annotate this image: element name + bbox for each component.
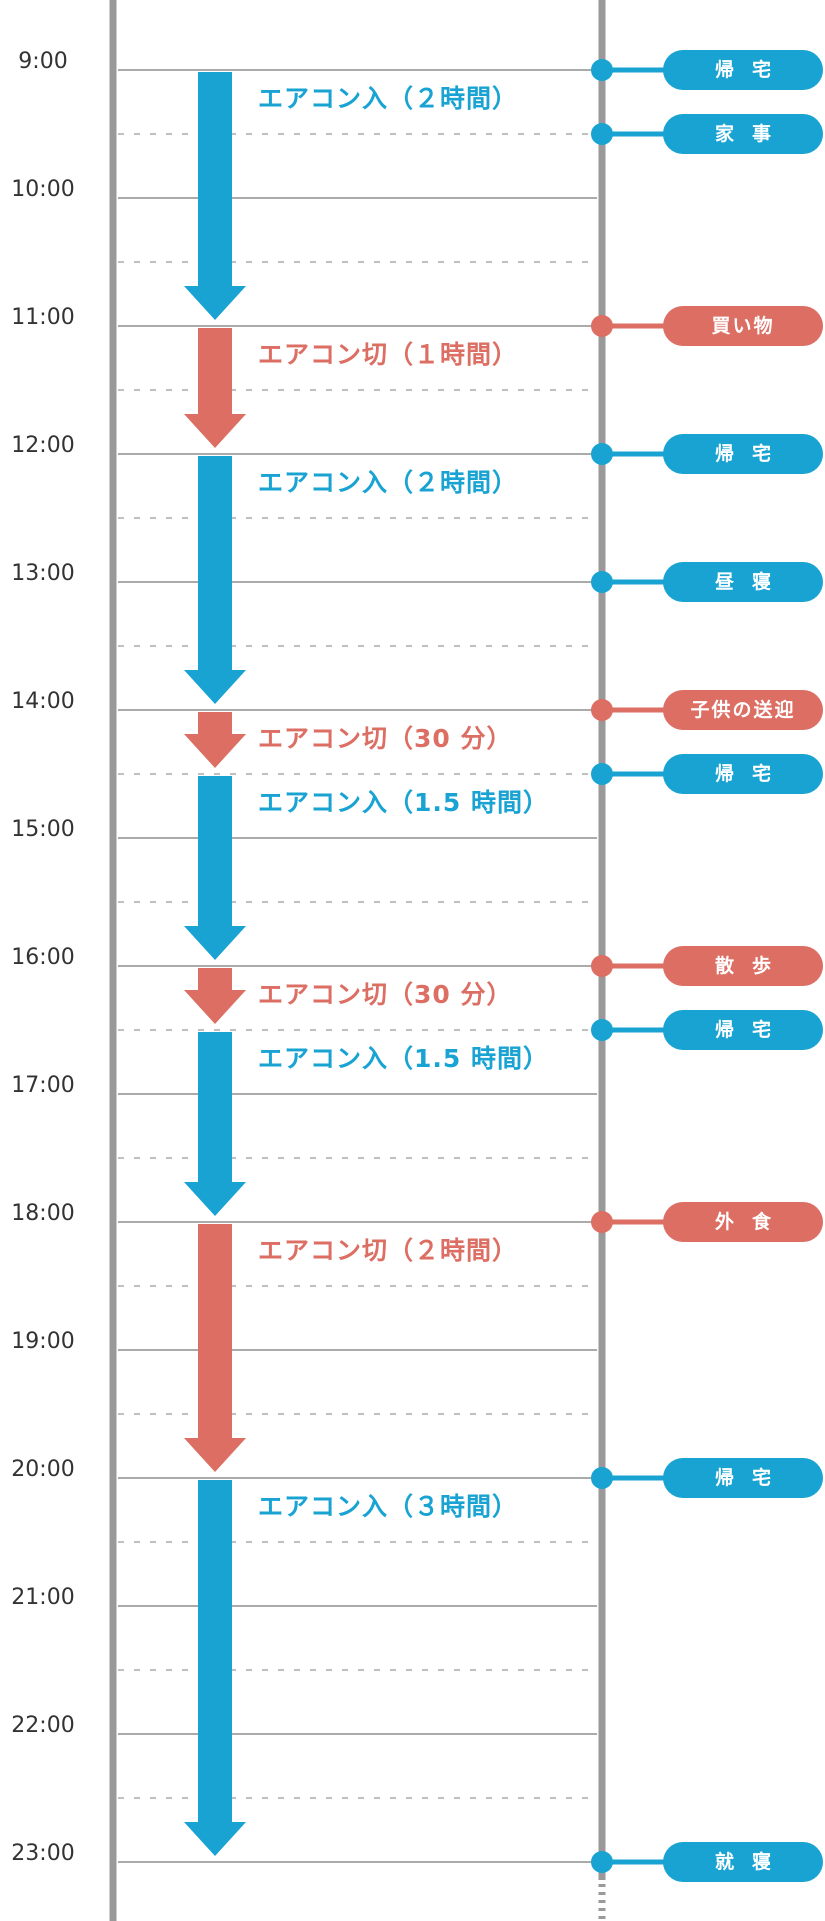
time-label: 17:00 [11, 1073, 75, 1098]
time-label: 23:00 [11, 1841, 75, 1866]
event-pill: 買い物 [663, 306, 823, 346]
event-dot [591, 1467, 613, 1489]
event-pill: 帰宅 [663, 1010, 823, 1050]
event-pill: 散歩 [663, 946, 823, 986]
time-label: 13:00 [11, 561, 75, 586]
time-label: 21:00 [11, 1585, 75, 1610]
event-pill: 帰宅 [663, 434, 823, 474]
ac-on-label: エアコン入（２時間） [258, 84, 519, 113]
event-pill: 外食 [663, 1202, 823, 1242]
ac-on-arrow [184, 456, 246, 704]
event-dot [591, 1851, 613, 1873]
ac-off-label: エアコン切（２時間） [258, 1236, 519, 1265]
event-dot [591, 443, 613, 465]
ac-on-label: エアコン入（1.5 時間） [258, 788, 549, 817]
time-label: 15:00 [11, 817, 75, 842]
time-label: 20:00 [11, 1457, 75, 1482]
time-label: 12:00 [11, 433, 75, 458]
time-label: 18:00 [11, 1201, 75, 1226]
event-dot [591, 571, 613, 593]
ac-off-arrow [184, 968, 246, 1024]
event-pill: 就寝 [663, 1842, 823, 1882]
event-pill: 昼寝 [663, 562, 823, 602]
event-dot [591, 123, 613, 145]
ac-off-label: エアコン切（１時間） [258, 340, 519, 369]
time-label: 22:00 [11, 1713, 75, 1738]
event-pill: 帰宅 [663, 50, 823, 90]
ac-off-label: エアコン切（30 分） [258, 724, 513, 753]
event-pill: 帰宅 [663, 1458, 823, 1498]
ac-on-label: エアコン入（３時間） [258, 1492, 519, 1521]
ac-on-arrow [184, 776, 246, 960]
event-pill: 子供の送迎 [663, 690, 823, 730]
event-pill: 家事 [663, 114, 823, 154]
event-pill: 帰宅 [663, 754, 823, 794]
ac-on-label: エアコン入（1.5 時間） [258, 1044, 549, 1073]
ac-off-arrow [184, 1224, 246, 1472]
time-label: 9:00 [18, 49, 68, 74]
ac-off-arrow [184, 328, 246, 448]
event-dot [591, 763, 613, 785]
time-label: 14:00 [11, 689, 75, 714]
ac-on-arrow [184, 1032, 246, 1216]
event-dot [591, 59, 613, 81]
event-dot [591, 699, 613, 721]
time-label: 11:00 [11, 305, 75, 330]
ac-off-arrow [184, 712, 246, 768]
event-dot [591, 955, 613, 977]
event-dot [591, 1019, 613, 1041]
ac-on-arrow [184, 1480, 246, 1856]
ac-off-label: エアコン切（30 分） [258, 980, 513, 1009]
time-label: 16:00 [11, 945, 75, 970]
ac-on-arrow [184, 72, 246, 320]
event-dot [591, 1211, 613, 1233]
event-dot [591, 315, 613, 337]
time-label: 10:00 [11, 177, 75, 202]
ac-on-label: エアコン入（２時間） [258, 468, 519, 497]
time-label: 19:00 [11, 1329, 75, 1354]
